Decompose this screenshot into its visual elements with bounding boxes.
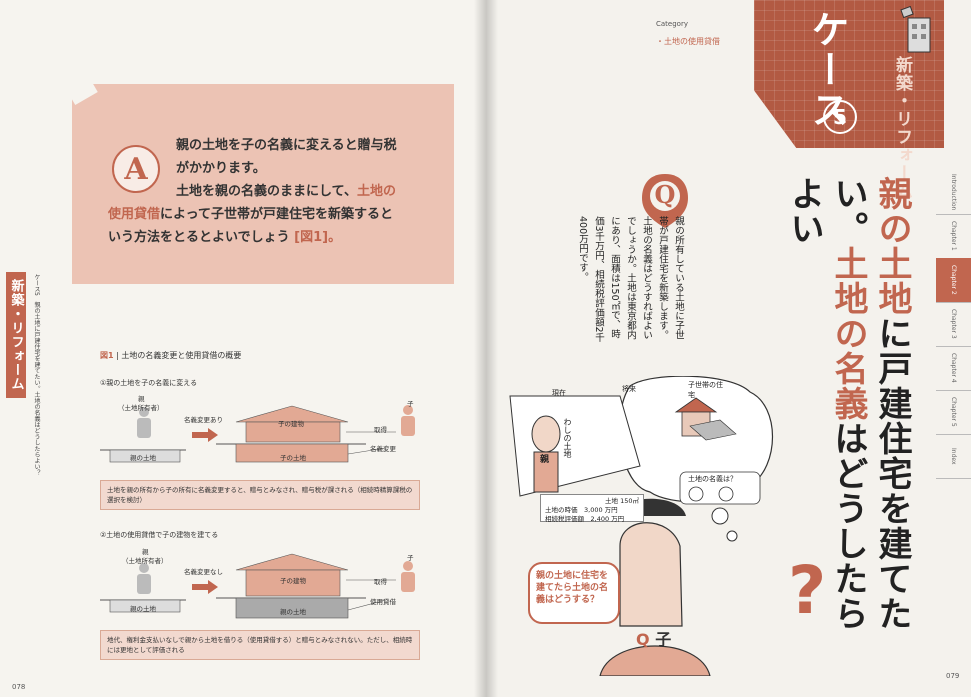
- child-badge: Q 子: [636, 630, 672, 649]
- case2-child: 子: [407, 554, 414, 562]
- case1-title: ①親の土地を子の名義に変える: [100, 379, 198, 387]
- case2-owner: （土地所有者）: [122, 557, 168, 565]
- case2-building: 子の建物: [280, 577, 306, 585]
- category-item[interactable]: ・土地の使用貸借: [656, 37, 720, 46]
- category-block: Category ・土地の使用貸借: [656, 20, 720, 47]
- case1-transfer: 名義変更あり: [184, 416, 223, 424]
- case2-acquire: 取得: [374, 578, 387, 586]
- case1-land: 子の土地: [280, 454, 306, 462]
- case1-note: 土地を親の所有から子の所有に名義変更すると、贈与とみなされ、贈与税が課される（相…: [100, 480, 420, 510]
- case1-change: 名義変更: [370, 445, 396, 453]
- side-tab[interactable]: 新築・リフォーム: [6, 272, 26, 398]
- label-now: 現在: [552, 389, 566, 397]
- label-my-land: わしの土地: [563, 418, 572, 458]
- case2-parent-land: 親の土地: [130, 605, 156, 613]
- case-number: 5: [823, 100, 857, 134]
- page-number-left: 078: [12, 683, 26, 691]
- label-parent: 親: [540, 455, 550, 465]
- category-label: Category: [656, 20, 688, 28]
- left-page: 新築・リフォーム ケース5 親の土地に戸建住宅を建てたい。土地の名義はどうしたら…: [0, 0, 486, 697]
- page-number-right: 079: [946, 672, 960, 680]
- chapter-nav: Introduction Chapter 1 Chapter 2 Chapter…: [936, 170, 971, 479]
- chapter-nav-intro[interactable]: Introduction: [936, 170, 971, 215]
- building-icon: [900, 6, 931, 53]
- chapter-nav-3[interactable]: Chapter 3: [936, 302, 971, 347]
- figure-title: 図1 | 土地の名義変更と使用貸借の概要: [100, 351, 242, 360]
- answer-badge: A: [112, 145, 160, 193]
- question-badge-shape: [642, 174, 688, 228]
- case2-parent: 親: [142, 548, 149, 556]
- case2-land: 親の土地: [280, 608, 306, 616]
- chapter-nav-index[interactable]: Index: [936, 434, 971, 479]
- case2-title: ②土地の使用貸借で子の建物を建てる: [100, 531, 219, 539]
- label-future: 将来: [622, 385, 636, 393]
- chapter-nav-4[interactable]: Chapter 4: [936, 346, 971, 391]
- chapter-nav-5[interactable]: Chapter 5: [936, 390, 971, 435]
- gutter-shadow: [474, 0, 498, 697]
- case1-building: 子の建物: [278, 420, 304, 428]
- section-title: 新築・リフォーム: [892, 56, 912, 200]
- case2-diagram: [100, 553, 415, 619]
- land-info-card: 土地 150㎡ 土地の時価 3,000 万円 相続税評価額 2,400 万円: [540, 494, 644, 523]
- label-child-house: 子世帯の住宅: [688, 381, 723, 399]
- case1-parent: 親: [138, 395, 145, 403]
- case1-owner: （土地所有者）: [118, 404, 164, 412]
- question-badge: Q: [654, 180, 676, 209]
- case1-child: 子: [407, 400, 414, 408]
- side-caption: ケース5 親の土地に戸建住宅を建てたい。土地の名義はどうしたらよい？: [33, 274, 40, 476]
- chapter-nav-2[interactable]: Chapter 2: [936, 258, 971, 303]
- case2-transfer: 名義変更なし: [184, 568, 223, 576]
- case2-note: 地代、権利金支払いなしで親から土地を借りる（使用貸借する）と贈与とみなされない。…: [100, 630, 420, 660]
- headline: 親の土地に戸建住宅を建てたい。土地の名義はどうしたらよい: [784, 176, 912, 631]
- label-land-name-q: 土地の名義は？: [688, 475, 737, 483]
- case1-acquire: 取得: [374, 426, 387, 434]
- question-text: 親の所有している土地に子世帯が戸建住宅を新築します。土地の名義はどうすればよいで…: [577, 216, 684, 343]
- case1-parent-land: 親の土地: [130, 454, 156, 462]
- child-question-bubble: 親の土地に住宅を建てたら土地の名義はどうする？: [528, 562, 620, 624]
- case2-loan: 使用貸借: [370, 598, 396, 606]
- case1-diagram: [100, 405, 415, 463]
- chapter-nav-1[interactable]: Chapter 1: [936, 214, 971, 259]
- headline-question-mark: ?: [788, 552, 827, 629]
- answer-text: 親の土地を子の名義に変えると贈与税 がかかります。 土地を親の名義のままにして、…: [108, 138, 397, 245]
